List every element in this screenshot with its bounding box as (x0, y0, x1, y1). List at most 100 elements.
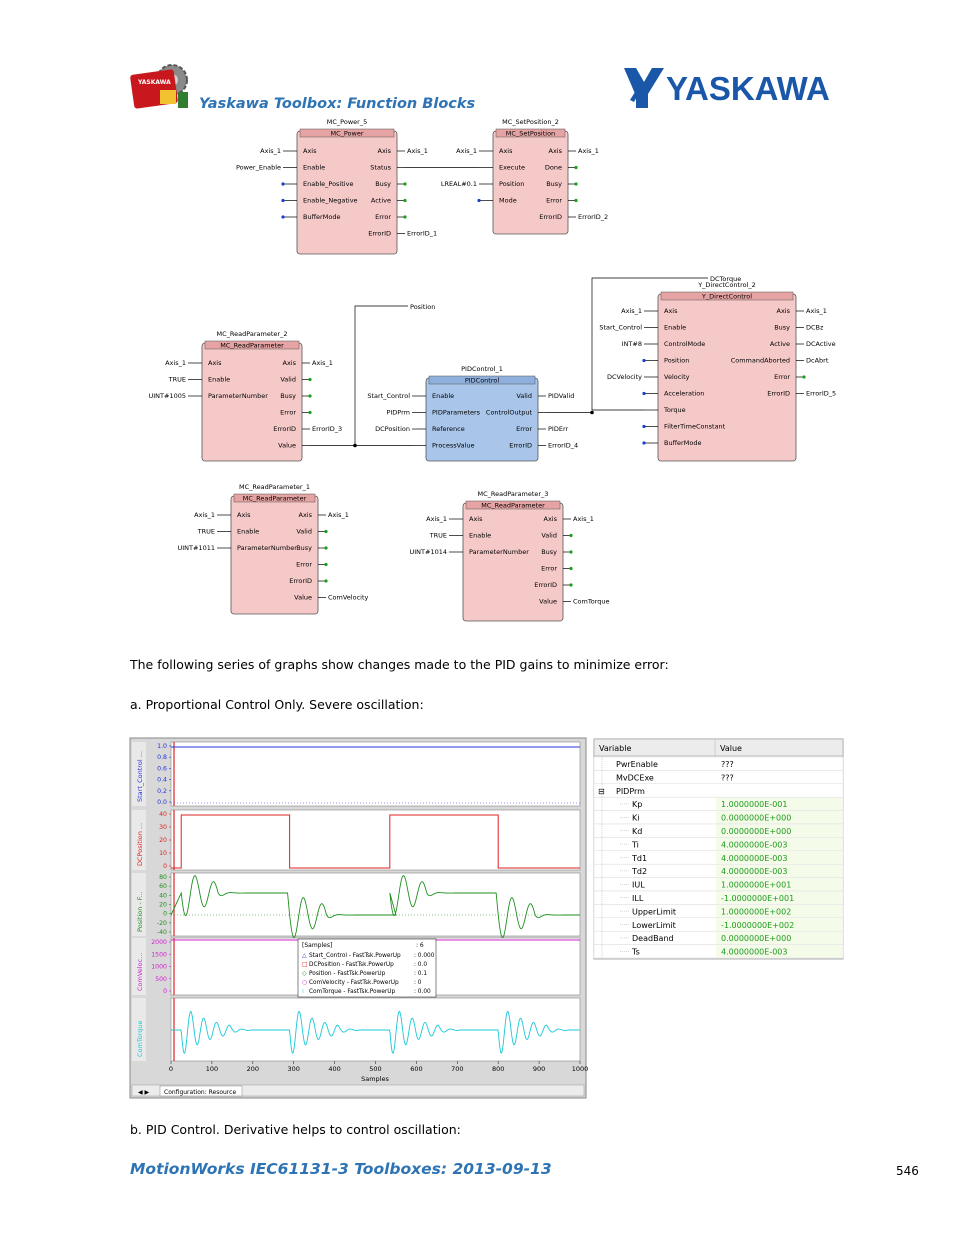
output-pin-label: Value (278, 442, 296, 450)
value-cell-bg (716, 797, 842, 811)
function-block-y_directcontrol_2[interactable]: Y_DirectControl_2Y_DirectControlAxisEnab… (644, 281, 804, 462)
x-tick-label: 700 (451, 1065, 463, 1073)
tooltip-series-name: ComTorque - FastTsk.PowerUp (309, 989, 396, 995)
input-pin-label: Position (664, 357, 689, 365)
wire-junction (590, 410, 594, 415)
variable-row-pwrenable[interactable]: PwrEnable??? (593, 756, 844, 771)
wire-label: ComVelocity (328, 594, 368, 602)
tooltip-series-name: Position - FastTsk.PowerUp (309, 971, 386, 977)
wire-label: TRUE (197, 528, 215, 536)
series-position (170, 875, 581, 939)
pin-dot (403, 198, 407, 203)
pin-dot (281, 182, 285, 186)
wire-label: UINT#1014 (410, 548, 448, 556)
function-block-pidcontrol_1[interactable]: PIDControl_1PIDControlEnablePIDParameter… (412, 365, 546, 462)
wire-label: Axis_1 (456, 147, 477, 155)
pane-axis-label: Start_Control ... (136, 751, 144, 802)
pin-dot (308, 394, 312, 398)
pane-axis-label: ComVeloc... (136, 953, 144, 991)
block-type-header (204, 340, 300, 350)
pane-tick-label: 0.6 (157, 765, 167, 772)
variable-value: 4.0000000E-003 (721, 840, 787, 849)
input-pin-label: Enable (469, 532, 491, 540)
value-cell-bg (716, 837, 842, 851)
value-cell-bg (716, 878, 842, 891)
x-tick-label: 600 (410, 1065, 422, 1073)
block-type-name: PIDControl (465, 377, 500, 385)
tooltip-value: : 0.00 (414, 989, 431, 995)
pin-dot (574, 198, 578, 203)
function-block-mc_power_5[interactable]: MC_Power_5MC_PowerAxisEnableEnable_Posit… (283, 118, 405, 255)
value-cell-bg (716, 931, 842, 945)
variable-row-ill[interactable]: ILL-1.0000000E+001 (593, 890, 844, 905)
header-title: Yaskawa Toolbox: Function Blocks (199, 96, 476, 112)
output-pin-label: ControlOutput (486, 409, 533, 417)
logo-left-text: YASKAWA (137, 79, 171, 86)
intro-paragraph: The following series of graphs show chan… (130, 657, 669, 672)
pin-dot (642, 441, 646, 445)
x-axis-label: Samples (361, 1075, 389, 1083)
x-tick-label: 400 (328, 1065, 340, 1073)
block-type-name: MC_ReadParameter (243, 495, 307, 503)
variable-row-mvdcexe[interactable]: MvDCExe??? (593, 770, 844, 785)
function-block-mc_setposition_2[interactable]: MC_SetPosition_2MC_SetPositionAxisExecut… (479, 118, 576, 235)
pane-tick-label: 80 (159, 874, 167, 881)
input-pin-label: Axis (469, 515, 483, 523)
block-instance-name: MC_Power_5 (327, 118, 367, 126)
wire-label: PIDPrm (386, 409, 410, 417)
pin-dot (642, 424, 646, 429)
input-pin-label: Mode (499, 197, 517, 205)
pane-tick-label: 20 (159, 837, 167, 844)
value-cell-bg (716, 824, 842, 837)
output-pin-label: Busy (296, 544, 312, 552)
output-pin-label: Busy (280, 392, 296, 400)
function-block-mc_readparameter_2[interactable]: MC_ReadParameter_2MC_ReadParameterAxisEn… (188, 330, 310, 462)
wire-label: Axis_1 (806, 307, 827, 315)
pin-dot (324, 546, 328, 550)
value-cell-bg (716, 864, 842, 878)
variable-value: 0.0000000E+000 (721, 934, 791, 943)
wire-label: TRUE (168, 376, 186, 384)
function-block-mc_readparameter_3[interactable]: MC_ReadParameter_3MC_ReadParameterAxisEn… (449, 490, 571, 622)
variable-row-pidprm[interactable]: ⊟PIDPrm (593, 783, 844, 798)
input-pin-label: Axis (237, 511, 251, 519)
output-pin-label: Status (370, 164, 391, 172)
wire-label: Axis_1 (621, 307, 642, 315)
output-pin-label: Axis (549, 147, 563, 155)
variable-row-lowerlimit[interactable]: LowerLimit -1.0000000E+002 (593, 917, 844, 932)
tooltip-marker: ⁞ (302, 988, 304, 995)
wire-label: PIDErr (548, 425, 569, 433)
input-pin-label: Axis (303, 147, 317, 155)
input-pin-label: Position (499, 180, 524, 188)
output-pin-label: Busy (541, 548, 557, 556)
pane-tick-label: 0.0 (157, 799, 167, 806)
variable-name: LowerLimit (632, 921, 676, 930)
wire-label: Axis_1 (260, 147, 281, 155)
tab-configuration-resource[interactable] (159, 1085, 243, 1097)
tooltip-value: : 0.0 (414, 962, 427, 968)
input-pin-label: ParameterNumber (208, 392, 268, 400)
block-type-header (465, 500, 561, 510)
block-type-name: Y_DirectControl (701, 293, 752, 301)
wire-label: LREAL#0.1 (441, 180, 477, 188)
input-pin-label: Velocity (664, 373, 690, 381)
output-pin-label: Valid (296, 528, 312, 536)
variable-name: PwrEnable (616, 760, 658, 769)
output-pin-label: Error (296, 561, 312, 569)
variable-value: -1.0000000E+002 (721, 921, 794, 930)
output-pin-label: Active (371, 197, 391, 205)
pin-dot (802, 375, 806, 379)
x-tick-label: 200 (247, 1065, 259, 1073)
function-block-mc_readparameter_1[interactable]: MC_ReadParameter_1MC_ReadParameterAxisEn… (217, 483, 326, 615)
